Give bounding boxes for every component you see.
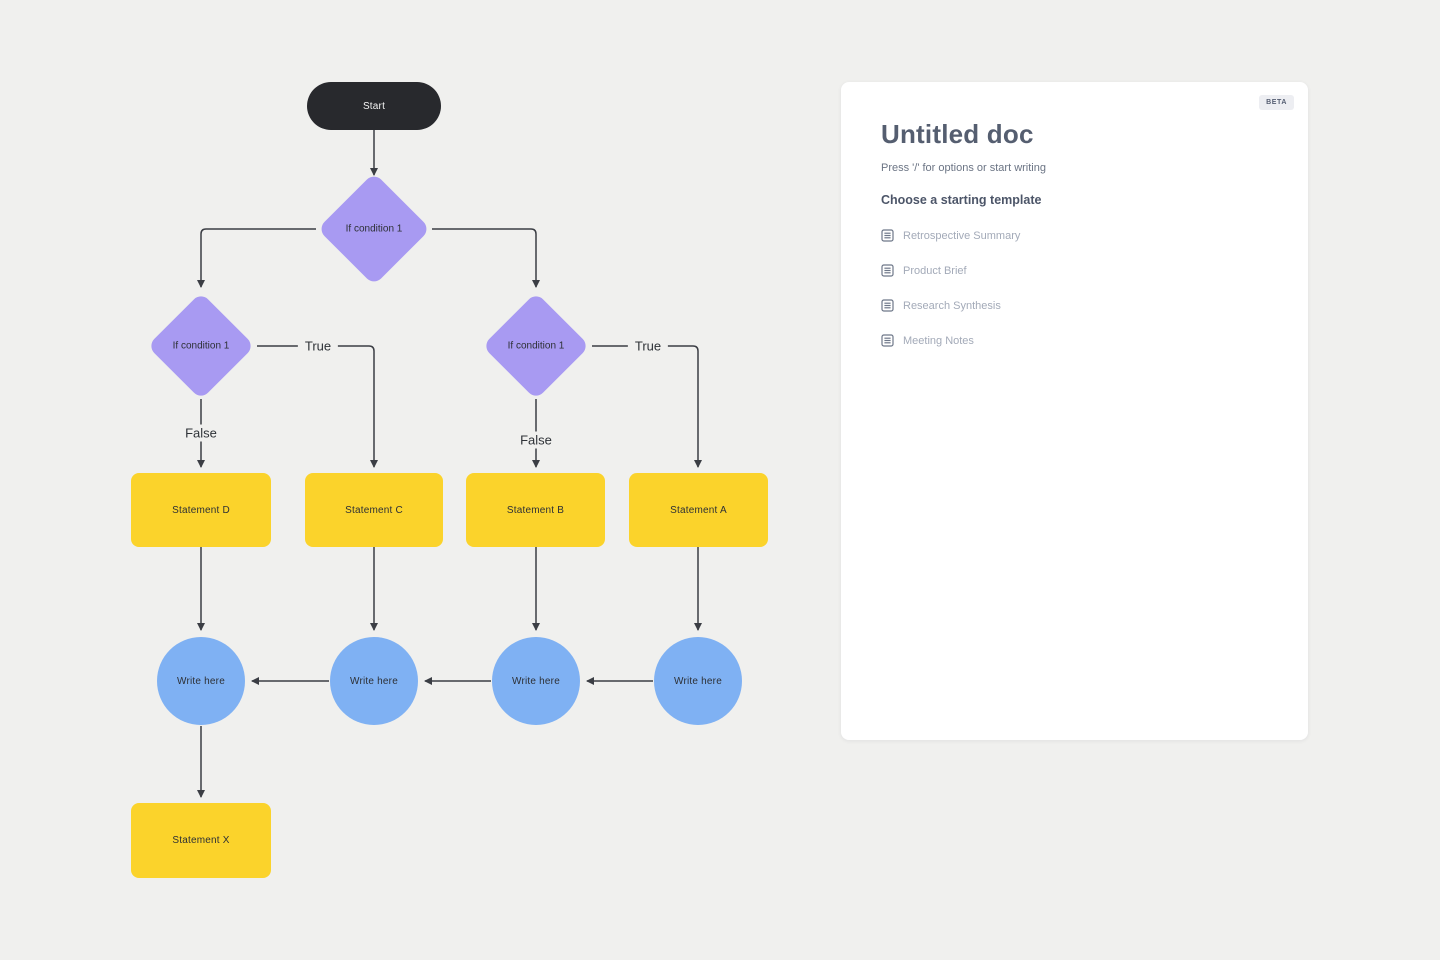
start-node[interactable]: Start (307, 82, 441, 130)
template-item-product-brief[interactable]: Product Brief (881, 256, 1268, 285)
template-item-label: Retrospective Summary (903, 229, 1021, 242)
process-node-statement-d[interactable]: Statement D (131, 473, 271, 547)
process-node-statement-a[interactable]: Statement A (629, 473, 768, 547)
template-item-research-synthesis[interactable]: Research Synthesis (881, 291, 1268, 320)
document-icon (881, 264, 894, 277)
document-icon (881, 299, 894, 312)
edge-label-true-left: True (297, 337, 339, 355)
doc-panel: BETA Untitled doc Press '/' for options … (841, 82, 1308, 740)
circle-node-write-here-2[interactable]: Write here (330, 637, 418, 725)
edge-label-false-right: False (513, 431, 559, 449)
circle-node-write-here-3[interactable]: Write here (492, 637, 580, 725)
template-list: Retrospective Summary Product Brief (881, 221, 1268, 355)
decision-node-top-label: If condition 1 (345, 223, 403, 235)
beta-badge: BETA (1259, 95, 1294, 110)
document-icon (881, 334, 894, 347)
circle-node-write-here-4[interactable]: Write here (654, 637, 742, 725)
circle-node-write-here-1[interactable]: Write here (157, 637, 245, 725)
template-item-label: Meeting Notes (903, 334, 974, 347)
document-icon (881, 229, 894, 242)
doc-title[interactable]: Untitled doc (881, 119, 1034, 149)
process-node-statement-x[interactable]: Statement X (131, 803, 271, 878)
edge-label-false-left: False (178, 424, 224, 442)
template-item-label: Research Synthesis (903, 299, 1001, 312)
doc-editor-placeholder[interactable]: Press '/' for options or start writing (881, 162, 1046, 174)
template-item-label: Product Brief (903, 264, 967, 277)
decision-node-right-label: If condition 1 (507, 340, 565, 352)
template-item-meeting-notes[interactable]: Meeting Notes (881, 326, 1268, 355)
template-item-retrospective-summary[interactable]: Retrospective Summary (881, 221, 1268, 250)
templates-heading: Choose a starting template (881, 193, 1042, 207)
process-node-statement-c[interactable]: Statement C (305, 473, 443, 547)
edge-label-true-right: True (627, 337, 669, 355)
decision-node-left-label: If condition 1 (172, 340, 230, 352)
process-node-statement-b[interactable]: Statement B (466, 473, 605, 547)
